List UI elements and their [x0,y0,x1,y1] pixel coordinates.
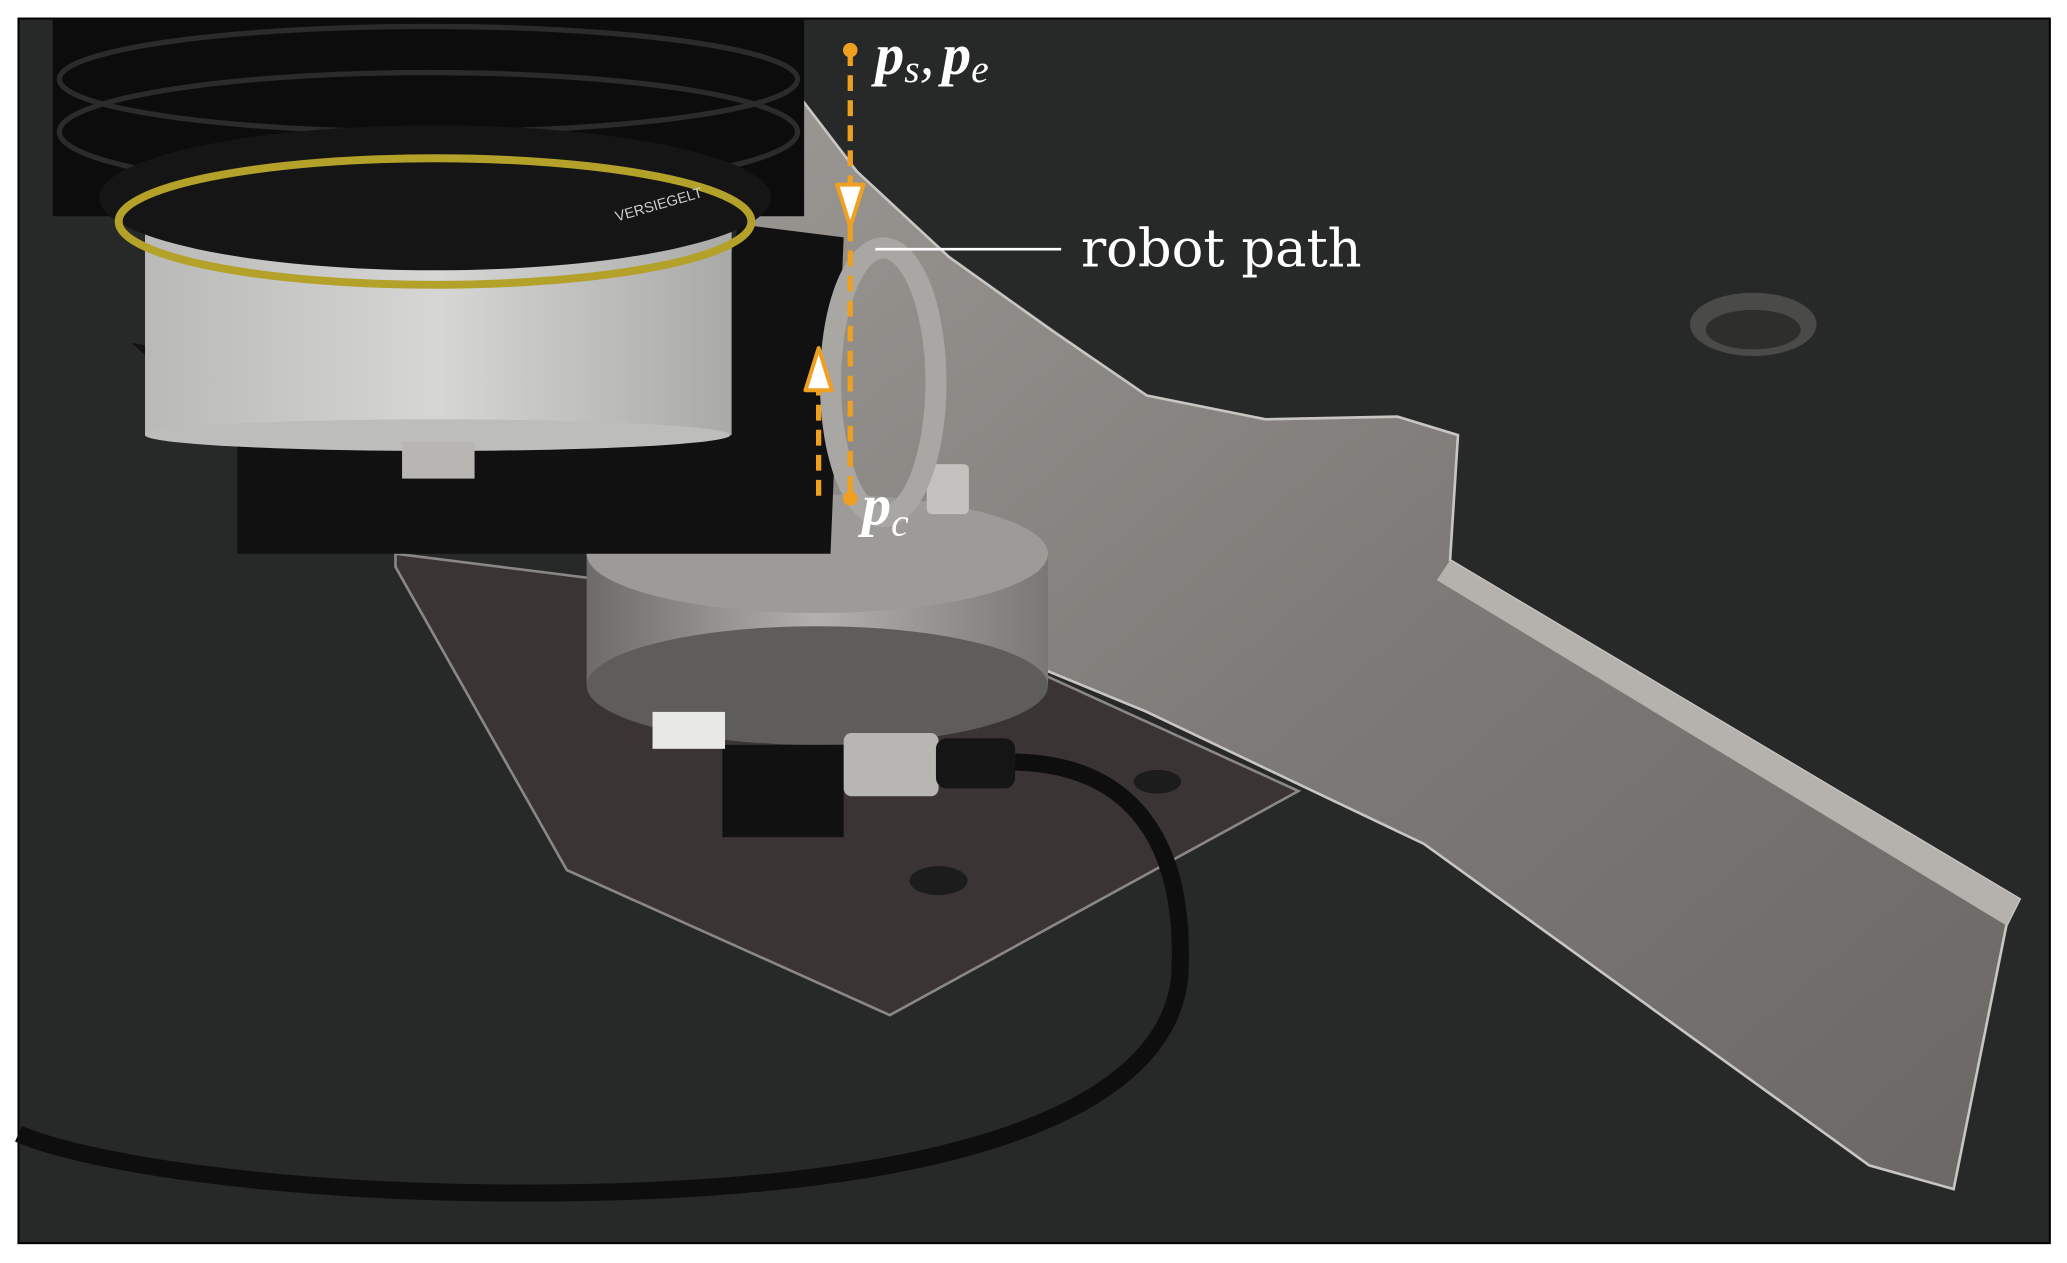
ps-symbol: p [870,22,904,87]
start-end-label: ps,pe [870,22,988,91]
bolt [926,464,969,515]
plate-hole [909,866,968,896]
pc-subscript: c [891,500,909,544]
contact-point-marker [843,491,858,506]
contact-label: pc [857,473,909,545]
table-thread-hole-inner [1705,309,1801,350]
pe-symbol: p [937,22,971,87]
connector-housing [722,744,844,838]
sensor-cable [15,753,1189,1202]
flange-bolt [402,441,475,479]
pe-subscript: e [971,47,989,91]
ps-subscript: s [904,47,919,91]
yellow-seal-ring [114,154,756,289]
plate-hole [1133,769,1182,794]
robot-flange-cylinder-bottom [145,419,731,451]
pc-symbol: p [857,473,891,538]
label-separator: , [920,22,935,87]
connector-strain-relief [935,738,1016,789]
connector-knurled-nut [843,733,939,797]
bracket-edge [1436,560,2020,926]
down-arrow-icon [835,182,866,229]
up-arrow-icon [803,346,834,393]
sensor-label-sticker [652,711,726,749]
bellows-base [98,125,772,271]
start-point-marker [843,42,858,58]
robot-path-label: robot path [1081,218,1362,279]
robot-path-annotation: robot path ps,pe pc [803,22,1362,545]
